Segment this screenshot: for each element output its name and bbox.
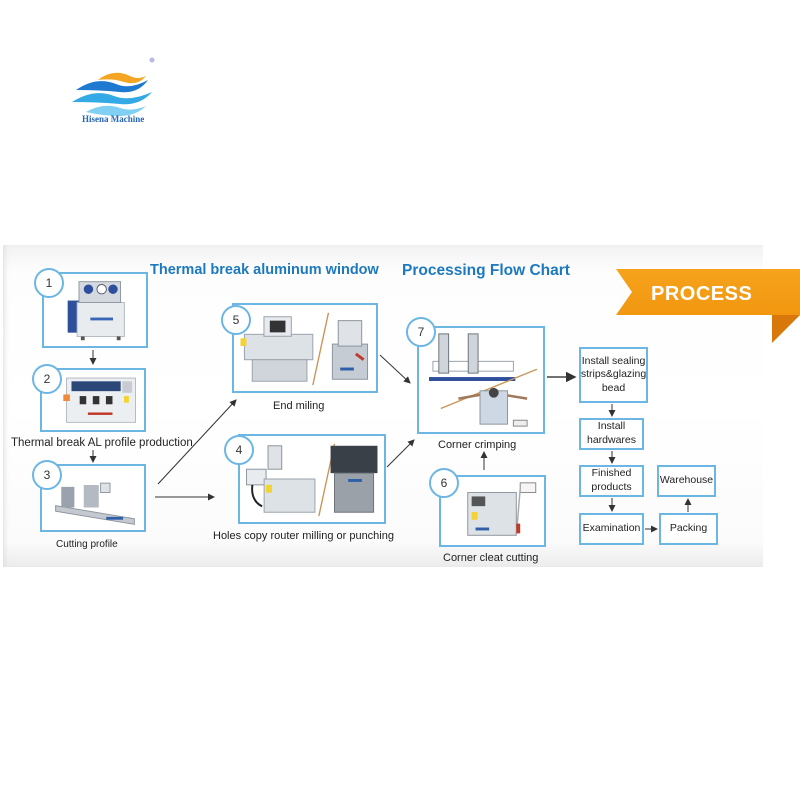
chart-title-part2: Processing Flow Chart [402,262,570,279]
step-5-frame [232,303,378,393]
process-box-install-hardwares: Install hardwares [579,418,644,450]
step-7-frame [417,326,545,434]
step-2-caption: Thermal break AL profile production [11,437,193,449]
process-box-examination: Examination [579,513,644,545]
step-5-badge: 5 [221,305,251,335]
step-4-badge: 4 [224,435,254,465]
process-box-install-sealing: Install sealing strips&glazing bead [579,347,648,403]
process-banner-icon [616,269,800,343]
step-7-caption: Corner crimping [438,439,517,451]
step-4-frame [238,434,386,524]
step-4-caption: Holes copy router milling or punching [213,530,394,542]
step-3-badge: 3 [32,460,62,490]
step-1-badge: 1 [34,268,64,298]
process-box-warehouse: Warehouse [657,465,716,497]
hisena-logo-icon [72,57,155,116]
corner-crimping-machines-image [429,333,538,427]
end-milling-machines-image [240,312,369,386]
process-banner-label: PROCESS [651,283,753,305]
chart-title-part1: Thermal break aluminum window [150,262,379,278]
thermal-break-machine-image [63,377,136,423]
step-6-frame [439,475,546,547]
corner-cleat-cutting-machine-image [467,482,537,536]
cutting-saw-image [55,482,135,525]
step-7-badge: 7 [406,317,436,347]
step-5-caption: End miling [273,400,325,412]
process-box-finished-products: Finished products [579,465,644,497]
step-3-caption: Cutting profile [56,539,118,550]
profile-machine-image [67,281,125,341]
step-2-frame [40,368,146,432]
router-punching-machines-image [246,443,378,517]
step-2-badge: 2 [32,364,62,394]
step-3-frame [40,464,146,532]
process-box-packing: Packing [659,513,718,545]
step-6-caption: Corner cleat cutting [443,552,539,564]
brand-name: Hisena Machine [82,114,145,124]
step-6-badge: 6 [429,468,459,498]
